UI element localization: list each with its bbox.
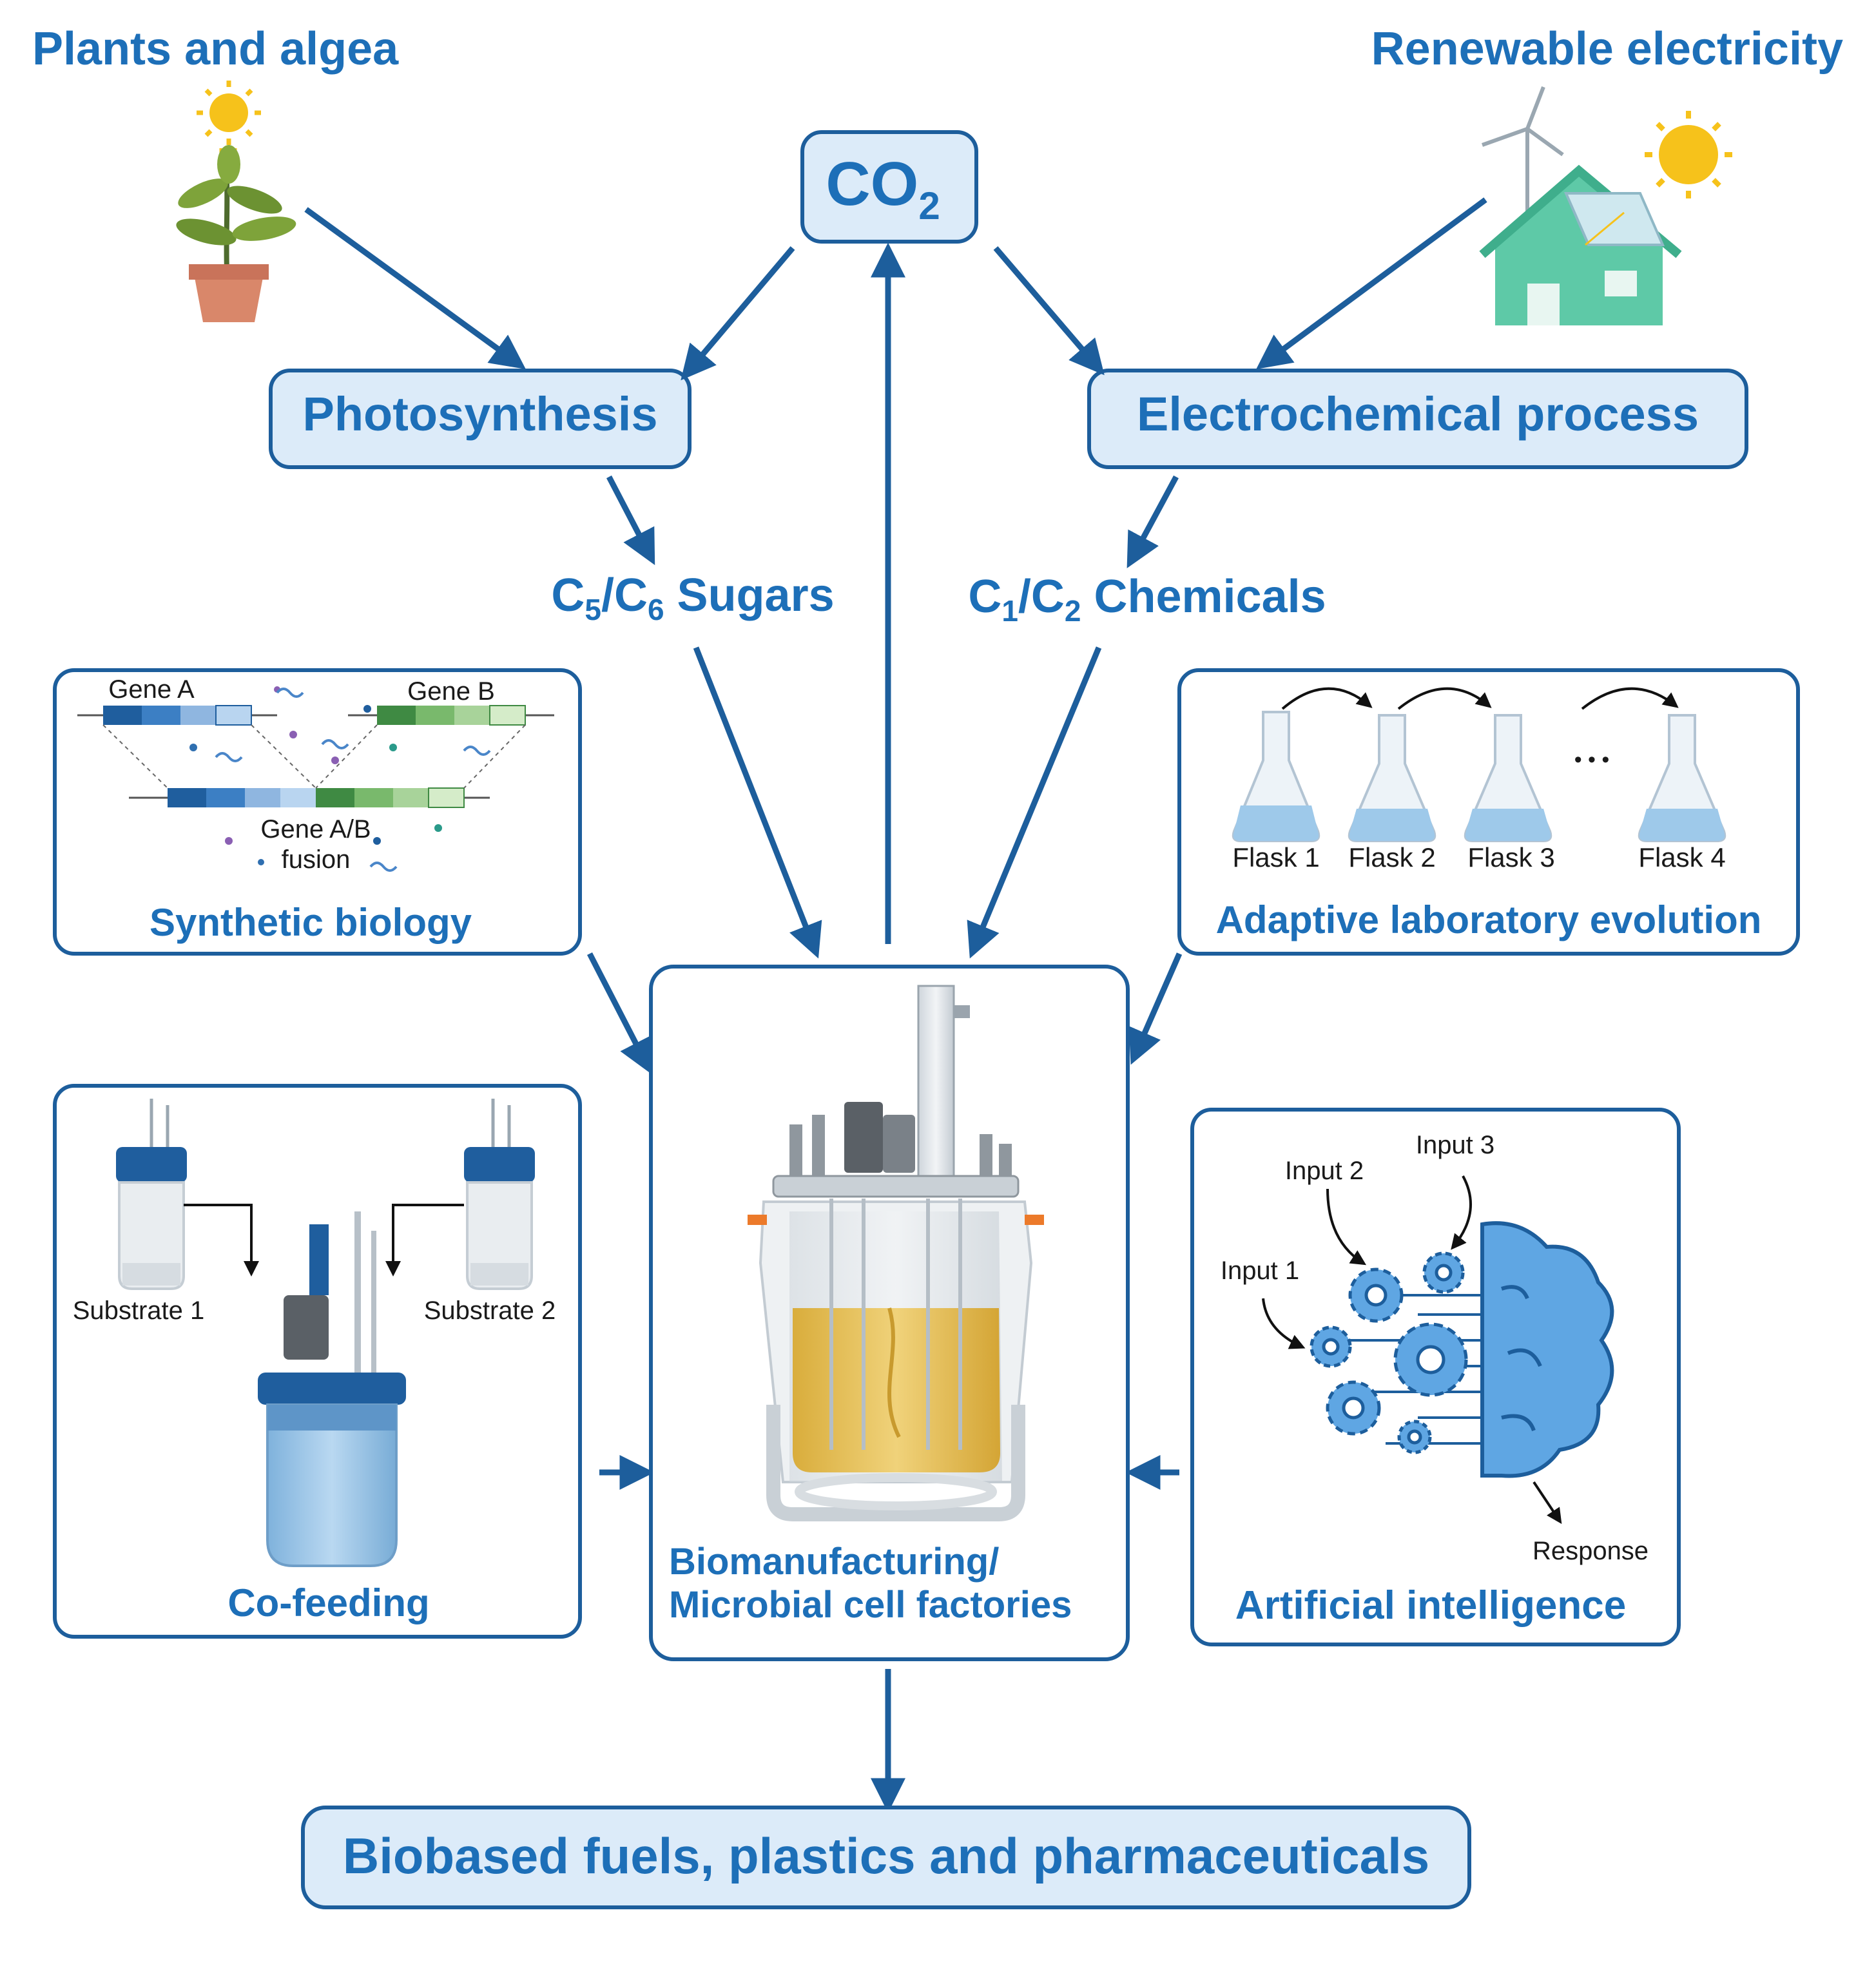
ale-title: Adaptive laboratory evolution [1216, 898, 1762, 941]
gene-a-label: Gene A [108, 675, 195, 704]
arrow-synbio-to-center [586, 952, 652, 1075]
arrows-group [304, 197, 1487, 1813]
ai-response-label: Response [1533, 1537, 1649, 1565]
ai-input-2-label: Input 2 [1285, 1157, 1364, 1185]
bioreactor-icon [748, 985, 1044, 1521]
sugars-sub2: 6 [648, 593, 664, 626]
chemicals-label: C1/C2 Chemicals [968, 571, 1326, 628]
electrochemical-label: Electrochemical process [1137, 387, 1699, 441]
arrow-ale-to-center [1128, 952, 1183, 1065]
ai-brain-gears-icon [1262, 1175, 1614, 1524]
flask-3-label: Flask 3 [1467, 842, 1554, 872]
arrow-sugars-to-center [693, 646, 822, 959]
sugars-sep: /C [601, 570, 648, 621]
ale-ellipsis: • • • [1574, 747, 1610, 772]
renewable-electricity-title: Renewable electricity [1371, 23, 1843, 75]
chemicals-rest: Chemicals [1081, 571, 1326, 622]
arrow-co2-to-electrochemical [993, 246, 1105, 376]
gene-fusion-label-line2: fusion [282, 845, 351, 874]
flask-2-label: Flask 2 [1348, 842, 1435, 872]
gene-b-label: Gene B [407, 677, 495, 706]
sugars-rest: Sugars [664, 570, 835, 621]
substrate-2-label: Substrate 2 [424, 1296, 556, 1325]
sugars-sub1: 5 [585, 593, 601, 626]
co2-subscript: 2 [918, 184, 940, 227]
arrow-plants-to-photosynthesis [304, 207, 526, 369]
house-solar-wind-icon [1479, 86, 1732, 325]
substrate-1-label: Substrate 1 [73, 1296, 205, 1325]
center-label-line1: Biomanufacturing/ [669, 1541, 999, 1583]
sugars-label: C5/C6 Sugars [551, 570, 834, 626]
arrow-chemicals-to-center [967, 646, 1102, 959]
gene-fusion-illustration [77, 686, 554, 872]
output-label: Biobased fuels, plastics and pharmaceuti… [343, 1827, 1429, 1884]
synbio-panel [53, 668, 582, 956]
electrochemical-box [1087, 369, 1748, 469]
flask-2-icon [1348, 714, 1436, 842]
photosynthesis-label: Photosynthesis [303, 387, 658, 441]
cofeeding-illustration [116, 1099, 535, 1567]
ai-title: Artificial intelligence [1235, 1583, 1626, 1628]
synbio-title: Synthetic biology [150, 901, 472, 944]
co2-box [800, 130, 978, 244]
photosynthesis-box [269, 369, 691, 469]
flask-4-label: Flask 4 [1638, 842, 1725, 872]
plant-icon [176, 81, 296, 322]
flask-1-icon [1232, 711, 1320, 842]
output-box [301, 1806, 1471, 1909]
chemicals-sub2: 2 [1065, 594, 1081, 628]
flask-4-icon [1638, 714, 1726, 842]
substrate-1-bottle-icon [116, 1099, 187, 1290]
chemicals-sep: /C [1018, 571, 1065, 622]
gene-fusion-label-line1: Gene A/B [260, 815, 371, 843]
substrate-2-bottle-icon [464, 1099, 535, 1290]
arrow-co2-to-photosynthesis [681, 246, 795, 381]
cofeeding-bioreactor-icon [258, 1211, 406, 1567]
chemicals-sub1: 1 [1001, 594, 1018, 628]
center-label-line2: Microbial cell factories [669, 1584, 1072, 1626]
flask-3-icon [1464, 714, 1552, 842]
ai-input-3-label: Input 3 [1416, 1131, 1494, 1159]
flask-1-label: Flask 1 [1232, 842, 1319, 872]
cofeeding-title: Co-feeding [227, 1581, 429, 1624]
ai-input-1-label: Input 1 [1221, 1257, 1299, 1285]
plants-algae-title: Plants and algea [32, 23, 399, 75]
arrow-electrochemical-to-chemicals [1127, 475, 1179, 568]
arrow-house-to-electrochemical [1256, 197, 1487, 370]
flasks-illustration [1232, 687, 1726, 842]
co2-label: CO2 [826, 149, 940, 227]
chemicals-c: C [968, 571, 1001, 622]
cofeeding-panel [53, 1084, 582, 1639]
co2-main: CO [826, 149, 918, 218]
sugars-c: C [551, 570, 585, 621]
arrow-photosynthesis-to-sugars [606, 475, 655, 565]
